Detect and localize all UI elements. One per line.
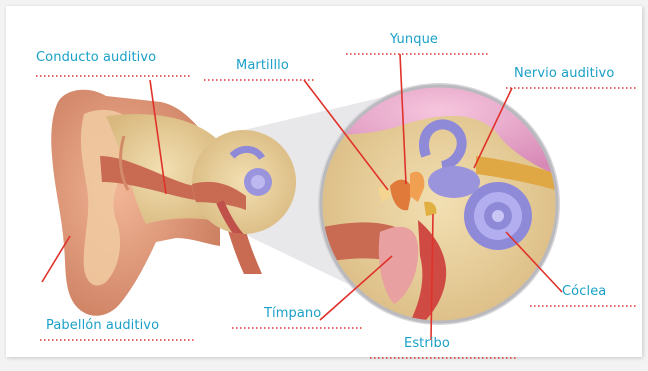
diagram-card: Conducto auditivo Martilllo Yunque Nervi… [6, 6, 642, 357]
label-timpano: Tímpano [264, 306, 321, 322]
label-estribo: Estribo [404, 336, 450, 352]
label-yunque: Yunque [390, 32, 438, 48]
label-martillo: Martilllo [236, 58, 289, 74]
label-nervio-auditivo: Nervio auditivo [514, 66, 614, 82]
label-coclea: Cóclea [562, 284, 606, 300]
label-pabellon-auditivo: Pabellón auditivo [46, 318, 159, 334]
label-conducto-auditivo: Conducto auditivo [36, 50, 156, 66]
